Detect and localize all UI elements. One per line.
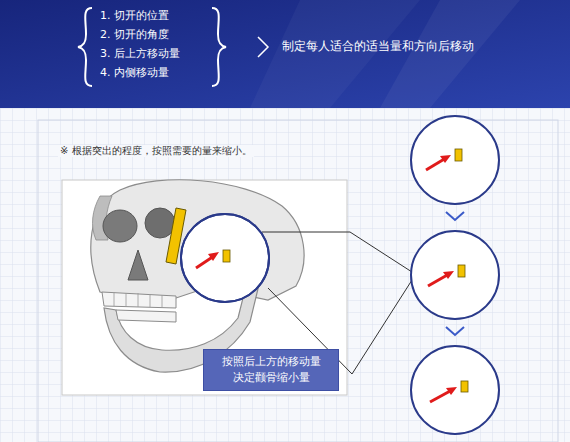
step-detail bbox=[412, 232, 498, 318]
orbit bbox=[103, 210, 137, 242]
step-2 bbox=[411, 231, 499, 319]
zoom-ring bbox=[181, 214, 269, 302]
bone-piece bbox=[461, 381, 468, 392]
bone-piece bbox=[223, 250, 230, 262]
down-chevron bbox=[446, 212, 464, 220]
down-chevron bbox=[446, 327, 464, 335]
caption-box: 按照后上方的移动量 决定颧骨缩小量 bbox=[203, 349, 339, 391]
bone-piece bbox=[458, 265, 465, 277]
list-item: 2. 切开的角度 bbox=[100, 28, 169, 41]
list-item: 4. 内侧移动量 bbox=[100, 66, 169, 79]
step-3 bbox=[411, 346, 499, 434]
step-circle bbox=[411, 116, 499, 204]
summary-text: 制定每人适合的适当量和方向后移动 bbox=[282, 39, 474, 53]
red-arrowhead bbox=[208, 252, 219, 261]
band-shine bbox=[380, 0, 520, 108]
zoom-leader bbox=[262, 232, 412, 272]
note-text: ※ 根据突出的程度，按照需要的量来缩小。 bbox=[58, 145, 254, 157]
teeth-gaps bbox=[114, 292, 162, 308]
step-circle bbox=[411, 231, 499, 319]
list-item: 1. 切开的位置 bbox=[100, 9, 169, 22]
step-detail bbox=[412, 117, 498, 203]
step-ring bbox=[411, 346, 499, 434]
red-arrowhead bbox=[443, 271, 454, 279]
skull-panel bbox=[62, 180, 347, 395]
orbit bbox=[145, 208, 175, 238]
list-item: 3. 后上方移动量 bbox=[100, 47, 180, 60]
left-brace bbox=[78, 8, 92, 86]
red-arrow bbox=[430, 390, 452, 402]
step-ring bbox=[411, 116, 499, 204]
step-detail bbox=[412, 347, 498, 433]
red-arrowhead bbox=[440, 155, 451, 163]
grid-lines bbox=[0, 108, 570, 442]
bone-piece bbox=[455, 149, 462, 161]
zoom-circle bbox=[181, 214, 269, 302]
chevron bbox=[258, 37, 268, 57]
step-ring bbox=[411, 231, 499, 319]
nasal-cavity bbox=[128, 250, 148, 280]
caption-text: 按照后上方的移动量 决定颧骨缩小量 bbox=[219, 354, 323, 386]
red-arrowhead bbox=[446, 387, 457, 395]
step-circle bbox=[411, 346, 499, 434]
header-band bbox=[0, 0, 570, 108]
right-brace bbox=[212, 8, 226, 86]
lower-teeth bbox=[116, 310, 176, 322]
upper-teeth bbox=[102, 292, 176, 308]
grid-ground bbox=[0, 108, 570, 442]
zoom-detail bbox=[182, 215, 268, 301]
step-1 bbox=[411, 116, 499, 204]
skull bbox=[91, 180, 304, 372]
